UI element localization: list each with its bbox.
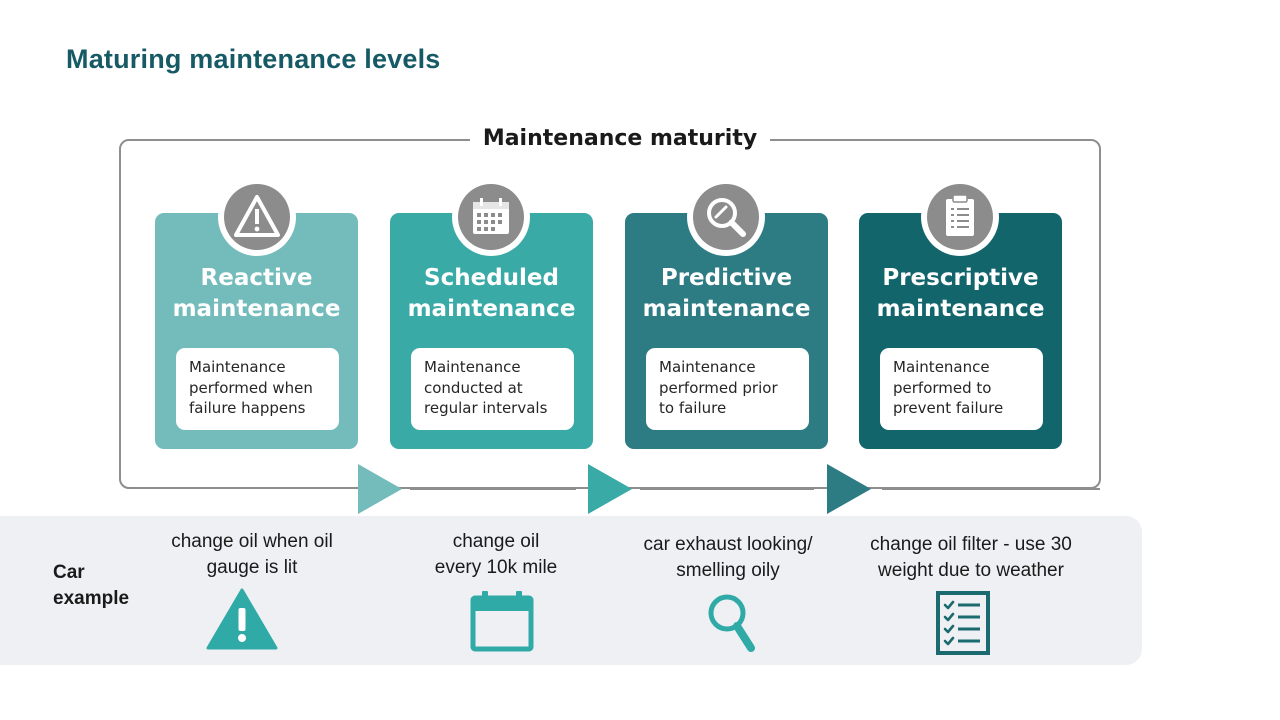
card-description: Maintenance conducted at regular interva…	[411, 348, 574, 430]
example-scheduled-text: change oil every 10k mile	[434, 531, 558, 578]
warning-icon	[224, 184, 290, 250]
calendar-icon	[458, 184, 524, 250]
card-title: Scheduled maintenance	[407, 265, 576, 322]
card-prescriptive: Prescriptive maintenance Maintenance per…	[859, 213, 1062, 449]
arrow-right-icon	[358, 464, 402, 514]
example-predictive-text: car exhaust looking/ smelling oily	[643, 534, 813, 581]
example-prescriptive-text: change oil filter - use 30 weight due to…	[870, 534, 1072, 581]
card-title: Reactive maintenance	[172, 265, 341, 322]
badge-reactive	[218, 178, 296, 256]
timeline-segment	[410, 488, 576, 490]
badge-predictive	[687, 178, 765, 256]
card-description: Maintenance performed prior to failure	[646, 348, 809, 430]
badge-prescriptive	[921, 178, 999, 256]
magnifier-icon	[708, 594, 755, 652]
card-title: Predictive maintenance	[642, 265, 811, 322]
magnifier-icon	[693, 184, 759, 250]
timeline-segment	[640, 488, 814, 490]
arrow-right-icon	[588, 464, 632, 514]
checklist-icon	[936, 591, 990, 655]
car-example-label: Car example	[53, 562, 130, 609]
clipboard-icon	[927, 184, 993, 250]
card-description: Maintenance performed when failure happe…	[176, 348, 339, 430]
card-title: Prescriptive maintenance	[876, 265, 1045, 322]
badge-scheduled	[452, 178, 530, 256]
arrow-right-icon	[827, 464, 871, 514]
warning-icon	[206, 588, 278, 650]
calendar-icon	[470, 591, 534, 652]
maturity-heading: Maintenance maturity	[470, 122, 770, 156]
page-title: Maturing maintenance levels	[66, 44, 441, 74]
example-reactive-text: change oil when oil gauge is lit	[171, 531, 333, 578]
card-description: Maintenance performed to prevent failure	[880, 348, 1043, 430]
timeline-segment	[882, 488, 1100, 490]
